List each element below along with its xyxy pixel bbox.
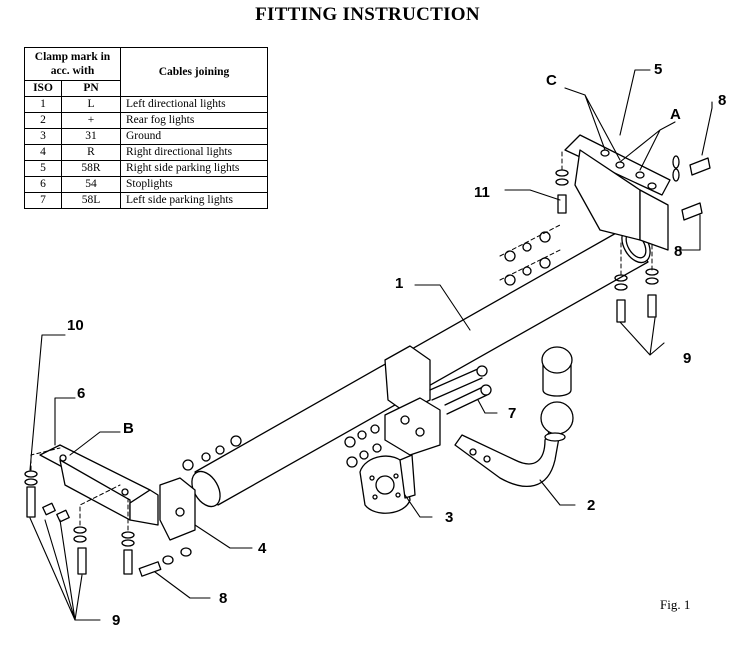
- callout-7: 7: [508, 405, 516, 422]
- callout-4: 4: [258, 540, 267, 557]
- cable-cell: Left side parking lights: [120, 192, 268, 209]
- crossbar-nuts: [182, 231, 551, 471]
- right-bolts: [555, 155, 711, 323]
- callout-1: 1: [395, 275, 403, 292]
- pn-header: PN: [61, 80, 121, 97]
- right-bracket: [564, 134, 671, 251]
- callout-9-bottom: 9: [112, 612, 120, 629]
- callout-3: 3: [445, 509, 453, 526]
- callout-A: A: [670, 106, 681, 123]
- figure-label: Fig. 1: [660, 597, 691, 612]
- socket-plate: [359, 454, 416, 514]
- table-header-row: Clamp mark in acc. with Cables joining: [24, 47, 268, 97]
- cables-joining-header: Cables joining: [120, 47, 268, 97]
- callout-8-bottom: 8: [219, 590, 227, 607]
- table-subheader-row: ISO PN: [24, 80, 268, 97]
- cable-cell: Right directional lights: [120, 144, 268, 161]
- cable-cell: Ground: [120, 128, 268, 145]
- cable-joining-table: Clamp mark in acc. with Cables joining I…: [24, 47, 268, 209]
- callout-8-right: 8: [674, 243, 682, 260]
- callout-11: 11: [474, 184, 490, 201]
- callout-9-right: 9: [683, 350, 691, 367]
- table-row: 2+Rear fog lights: [24, 112, 268, 129]
- page-title: FITTING INSTRUCTION: [255, 4, 480, 25]
- middle-brackets: [384, 345, 441, 456]
- left-bolts: [24, 470, 192, 577]
- callout-2: 2: [587, 497, 595, 514]
- callout-8-top: 8: [718, 92, 726, 109]
- left-end-plate: [159, 477, 196, 541]
- callout-C: C: [546, 72, 557, 89]
- pn-cell: 58L: [61, 192, 121, 209]
- ball-neck: [454, 346, 574, 488]
- callout-labels: 1 2 3 4 5 6 7 8 8 8 9 9 10 11 A B C: [67, 61, 726, 629]
- leader-lines: [29, 69, 713, 621]
- callout-B: B: [123, 420, 134, 437]
- middle-bolts: [344, 365, 492, 468]
- cable-cell: Left directional lights: [120, 96, 268, 113]
- left-bracket: [39, 444, 159, 526]
- callout-6: 6: [77, 385, 85, 402]
- callout-10: 10: [67, 317, 84, 334]
- callout-5: 5: [654, 61, 662, 78]
